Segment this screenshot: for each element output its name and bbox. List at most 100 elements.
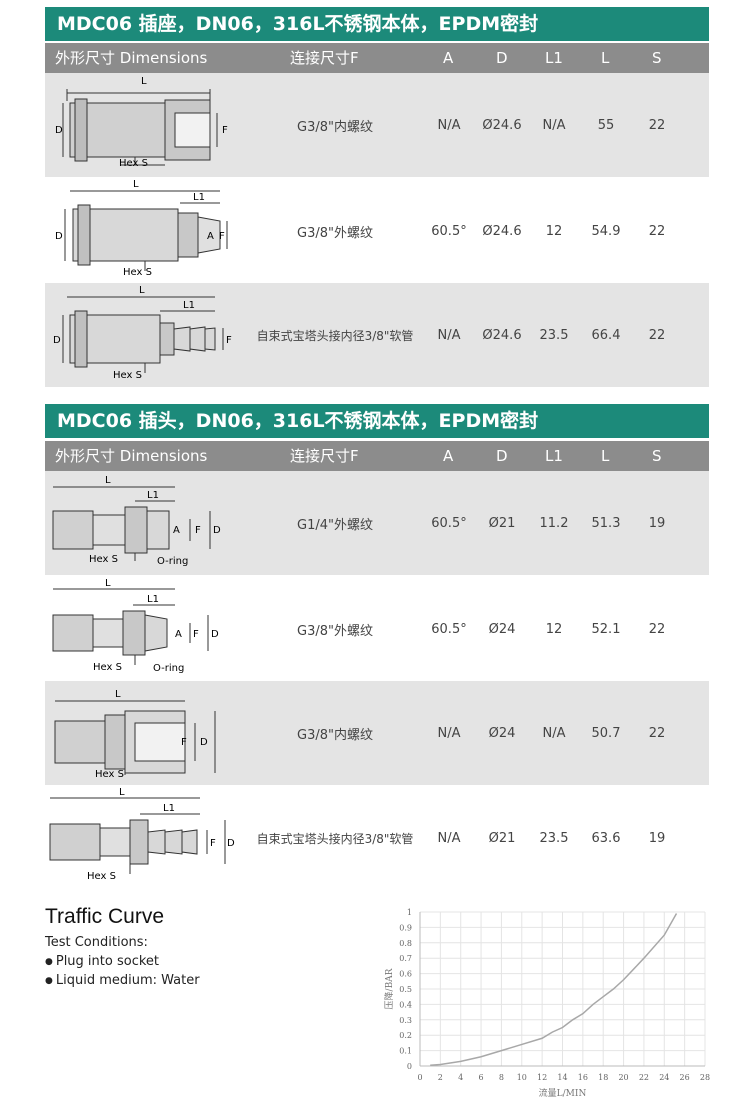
dim-f-label: F: [195, 525, 201, 536]
dim-f-label: F: [222, 125, 228, 136]
connection-value: G1/4"外螺纹: [297, 517, 373, 533]
dim-d-label: D: [53, 335, 61, 346]
hex-s-label: Hex S: [89, 554, 118, 565]
y-tick-label: 0.3: [399, 1016, 412, 1025]
s-value: 22: [648, 725, 666, 741]
s-value: 22: [648, 223, 666, 239]
condition-item: Liquid medium: Water: [45, 973, 200, 988]
header-dimensions: 外形尺寸 Dimensions: [55, 49, 208, 67]
dim-l-label: L: [133, 179, 139, 190]
d-value: Ø24.6: [482, 327, 522, 343]
a-value: N/A: [437, 725, 461, 741]
pressure-drop-line: [430, 913, 678, 1066]
o-ring-label: O-ring: [153, 663, 184, 674]
s-value: 22: [648, 327, 666, 343]
x-tick-label: 20: [618, 1073, 628, 1082]
o-ring-label: O-ring: [157, 556, 188, 567]
y-tick-label: 0.5: [399, 985, 412, 994]
plug-header-row: 外形尺寸 Dimensions 连接尺寸F A D L1 L S: [45, 441, 709, 471]
header-s: S: [652, 447, 662, 465]
header-d: D: [496, 49, 508, 67]
x-tick-label: 8: [499, 1073, 504, 1082]
header-l1: L1: [545, 447, 563, 465]
l1-value: N/A: [542, 117, 566, 133]
hex-s-label: Hex S: [113, 370, 142, 381]
header-dimensions: 外形尺寸 Dimensions: [55, 447, 208, 465]
l1-value: 12: [545, 621, 563, 637]
x-tick-label: 4: [458, 1073, 463, 1082]
hex-s-label: Hex S: [95, 769, 124, 780]
x-tick-label: 6: [479, 1073, 484, 1082]
d-value: Ø24: [488, 621, 516, 637]
dim-l1-label: L1: [193, 192, 205, 203]
s-value: 22: [648, 117, 666, 133]
d-value: Ø24: [488, 725, 516, 741]
y-tick-label: 0.6: [399, 970, 412, 979]
hex-s-label: Hex S: [93, 662, 122, 673]
l1-value: 23.5: [539, 327, 569, 343]
l1-value: 12: [545, 223, 563, 239]
y-tick-label: 1: [407, 908, 412, 917]
socket-row-3: L L1 D F Hex S 自束式宝塔头接内径3/8"软管 N/A Ø24.6…: [45, 283, 709, 387]
x-tick-label: 0: [417, 1073, 422, 1082]
dim-f-label: F: [193, 629, 199, 640]
dim-l1-label: L1: [147, 490, 159, 501]
dim-d-label: D: [55, 231, 63, 242]
x-tick-label: 2: [438, 1073, 443, 1082]
traffic-curve-title: Traffic Curve: [45, 905, 165, 928]
plug-row-2: L L1 A F D Hex S O-ring G3/8"外螺纹 60.5° Ø…: [45, 577, 709, 681]
hex-s-label: Hex S: [119, 158, 148, 169]
x-tick-label: 24: [659, 1073, 669, 1082]
dim-d-label: D: [55, 125, 63, 136]
x-tick-label: 16: [578, 1073, 588, 1082]
y-tick-label: 0.8: [399, 939, 412, 948]
header-connection: 连接尺寸F: [290, 49, 359, 67]
d-value: Ø24.6: [482, 117, 522, 133]
header-l1: L1: [545, 49, 563, 67]
l-value: 63.6: [591, 830, 621, 846]
s-value: 22: [648, 621, 666, 637]
l-value: 50.7: [591, 725, 621, 741]
d-value: Ø24.6: [482, 223, 522, 239]
socket-row-2: L L1 D A F Hex S G3/8"外螺纹 60.5° Ø24.6 12…: [45, 179, 709, 283]
connection-value: G3/8"外螺纹: [297, 225, 373, 241]
dim-d-label: D: [200, 737, 208, 748]
plug-section-title: MDC06 插头，DN06，316L不锈钢本体，EPDM密封: [45, 404, 709, 438]
hex-s-label: Hex S: [87, 871, 116, 882]
x-tick-label: 28: [700, 1073, 710, 1082]
y-tick-label: 0.4: [399, 1000, 412, 1009]
plug-drawing-hose-barb: L L1 F D Hex S: [49, 787, 235, 882]
connection-value: G3/8"内螺纹: [297, 727, 373, 743]
dim-l-label: L: [141, 76, 147, 87]
connection-value: G3/8"内螺纹: [297, 119, 373, 135]
header-a: A: [443, 447, 454, 465]
dim-l-label: L: [119, 787, 125, 798]
dim-l-label: L: [115, 689, 121, 700]
dim-d-label: D: [227, 838, 235, 849]
l-value: 66.4: [591, 327, 621, 343]
plug-row-1: L L1 A F D Hex S O-ring G1/4"外螺纹 60.5° Ø…: [45, 471, 709, 575]
y-tick-label: 0: [407, 1062, 412, 1071]
l-value: 51.3: [591, 515, 621, 531]
s-value: 19: [648, 830, 666, 846]
l-value: 52.1: [591, 621, 621, 637]
d-value: Ø21: [488, 515, 516, 531]
header-s: S: [652, 49, 662, 67]
dim-l-label: L: [105, 475, 111, 486]
y-tick-label: 0.9: [399, 923, 412, 932]
x-tick-label: 10: [517, 1073, 527, 1082]
connection-value: G3/8"外螺纹: [297, 623, 373, 639]
header-connection: 连接尺寸F: [290, 447, 359, 465]
a-value: 60.5°: [431, 223, 467, 239]
a-value: N/A: [437, 327, 461, 343]
l1-value: 11.2: [539, 515, 569, 531]
dim-l1-label: L1: [163, 803, 175, 814]
l-value: 54.9: [591, 223, 621, 239]
y-tick-label: 0.7: [399, 954, 412, 963]
s-value: 19: [648, 515, 666, 531]
socket-drawing-male-thread: L L1 D A F Hex S: [55, 179, 228, 278]
dim-d-label: D: [213, 525, 221, 536]
plug-drawing-male-thread-3-8: L L1 A F D Hex S O-ring: [52, 578, 219, 674]
dim-f-label: F: [210, 838, 216, 849]
